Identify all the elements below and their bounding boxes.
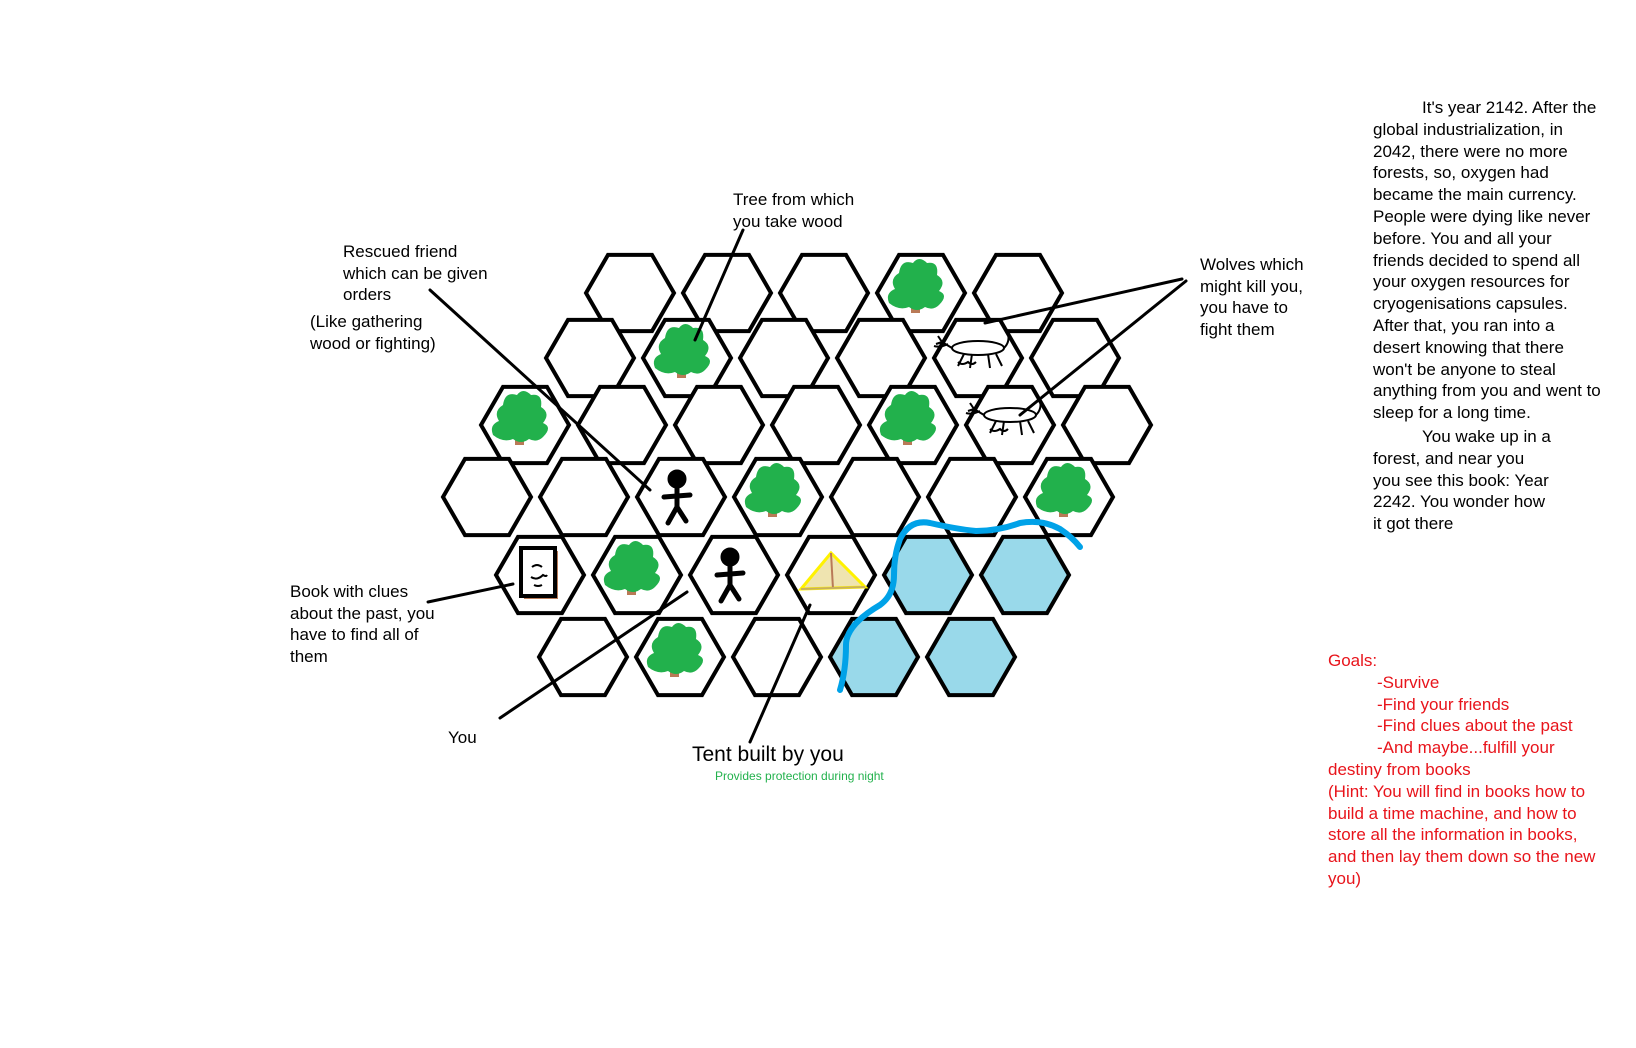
river: [837, 518, 1083, 693]
leader-tent: [748, 603, 812, 744]
hex-tile-empty[interactable]: [583, 252, 677, 334]
tree-label: Tree from which you take wood: [733, 190, 855, 231]
hex-tile-water[interactable]: [978, 534, 1072, 616]
hex-tile-empty[interactable]: [672, 384, 766, 466]
annotation-leaders: [426, 228, 1188, 744]
hex-tile-empty[interactable]: [575, 384, 669, 466]
story-paragraph-2: You wake up in a forest, and near you yo…: [1373, 426, 1551, 534]
story-text: It's year 2142. After the global industr…: [1373, 97, 1603, 535]
leader-wolf-2: [1018, 279, 1188, 417]
book-icon: [519, 546, 558, 599]
hex-tile-water[interactable]: [924, 616, 1018, 698]
wolf-icon: [965, 400, 1042, 436]
hex-tile-water[interactable]: [827, 616, 921, 698]
tree-icon: [887, 259, 944, 313]
goal-item: -Find your friends: [1377, 694, 1510, 714]
goal-item: -And maybe...fulfill your destiny from b…: [1328, 738, 1555, 779]
hex-tile-empty[interactable]: [543, 317, 637, 399]
wolf-icon: [933, 333, 1010, 369]
friend-note: (Like gathering wood or fighting): [310, 312, 436, 353]
hex-tile-empty[interactable]: [680, 252, 774, 334]
tree-icon: [491, 391, 548, 445]
hex-tile-empty[interactable]: [537, 456, 631, 538]
you-label: You: [448, 728, 477, 747]
hex-tile-empty[interactable]: [834, 317, 928, 399]
friend-label: Rescued friend which can be given orders: [343, 242, 488, 304]
hex-tile-water[interactable]: [881, 534, 975, 616]
hex-tile-empty[interactable]: [737, 317, 831, 399]
tree-icon: [879, 391, 936, 445]
story-paragraph-1: It's year 2142. After the global industr…: [1373, 98, 1601, 423]
hex-tile-empty[interactable]: [777, 252, 871, 334]
hex-tile-empty[interactable]: [1028, 317, 1122, 399]
hex-tile-empty[interactable]: [769, 384, 863, 466]
goal-item: -Survive: [1377, 672, 1440, 692]
tent-label: Tent built by you: [692, 743, 844, 766]
leader-you: [498, 590, 689, 720]
wolves-label: Wolves which might kill you, you have to…: [1200, 255, 1304, 339]
leader-tree: [693, 228, 745, 342]
goals-hint: (Hint: You will find in books how to bui…: [1328, 781, 1596, 888]
hex-tile-empty[interactable]: [730, 616, 824, 698]
tree-icon: [646, 623, 703, 677]
goals-heading: Goals:: [1328, 651, 1378, 670]
leader-wolf-1: [983, 277, 1184, 325]
tent-note: Provides protection during night: [715, 769, 884, 783]
leader-friend: [428, 288, 652, 492]
person-icon: [714, 547, 746, 604]
goal-item: -Find clues about the past: [1377, 716, 1573, 736]
hex-tile-empty[interactable]: [828, 456, 922, 538]
hex-tile-empty[interactable]: [1060, 384, 1154, 466]
hex-tile-wolf[interactable]: [931, 317, 1025, 399]
hex-tile-empty[interactable]: [440, 456, 534, 538]
leader-book: [426, 582, 515, 604]
tent-icon: [797, 550, 869, 591]
tree-icon: [1035, 463, 1092, 517]
person-icon: [661, 469, 693, 526]
book-label: Book with clues about the past, you have…: [290, 582, 435, 666]
tree-icon: [744, 463, 801, 517]
hex-tile-empty[interactable]: [925, 456, 1019, 538]
tree-icon: [603, 541, 660, 595]
goals-list: Goals: -Survive -Find your friends -Find…: [1328, 650, 1598, 890]
